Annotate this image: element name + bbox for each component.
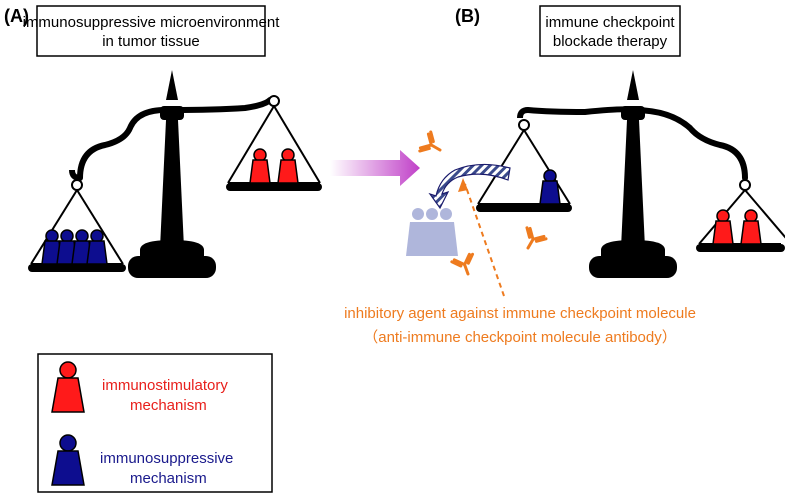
scale-a	[28, 70, 322, 278]
transition-arrow-icon	[330, 150, 420, 186]
legend: immunostimulatory mechanism immunosuppre…	[37, 353, 273, 493]
antibody-icon	[417, 129, 447, 162]
legend-stimulatory-icon	[51, 361, 85, 413]
legend-stimulatory-line1: immunostimulatory	[102, 377, 228, 394]
antibody-icon	[516, 225, 549, 255]
panel-a-title-line2: in tumor tissue	[102, 33, 200, 50]
panel-b-label: (B)	[455, 6, 480, 26]
panel-b-title-line1: immune checkpoint	[545, 14, 675, 31]
suppressive-weights-a	[41, 229, 108, 265]
panel-b-title-line2: blockade therapy	[553, 33, 668, 50]
panel-b: (B) immune checkpoint blockade therapy	[344, 5, 785, 346]
legend-suppressive-line1: immunosuppressive	[100, 450, 233, 467]
scale-b	[476, 70, 785, 278]
removed-suppressive-weights	[406, 208, 458, 256]
panel-a-title-box	[36, 5, 266, 57]
agent-label-line1: inhibitory agent against immune checkpoi…	[344, 305, 696, 322]
red-weight-icon	[249, 148, 271, 184]
antibody-icon	[450, 251, 480, 280]
panel-a-title-line1: immunosuppressive microenvironment	[23, 14, 281, 31]
legend-suppressive-line2: mechanism	[130, 470, 207, 487]
red-weight-icon	[277, 148, 299, 184]
red-weight-icon	[740, 209, 762, 245]
legend-suppressive-icon	[51, 434, 85, 486]
stimulatory-weights-a	[249, 148, 299, 184]
panel-a-label: (A)	[4, 6, 29, 26]
panel-a: (A) immunosuppressive microenvironment i…	[4, 5, 322, 278]
legend-stimulatory-line2: mechanism	[130, 397, 207, 414]
removal-arrow-icon	[428, 163, 511, 210]
blue-weight-icon	[539, 169, 561, 205]
red-weight-icon	[712, 209, 734, 245]
agent-arrow-head-icon	[458, 178, 468, 192]
agent-arrow-line	[464, 183, 505, 297]
agent-label-line2: （anti-immune checkpoint molecule antibod…	[363, 329, 676, 346]
panel-b-title-box	[539, 5, 681, 57]
